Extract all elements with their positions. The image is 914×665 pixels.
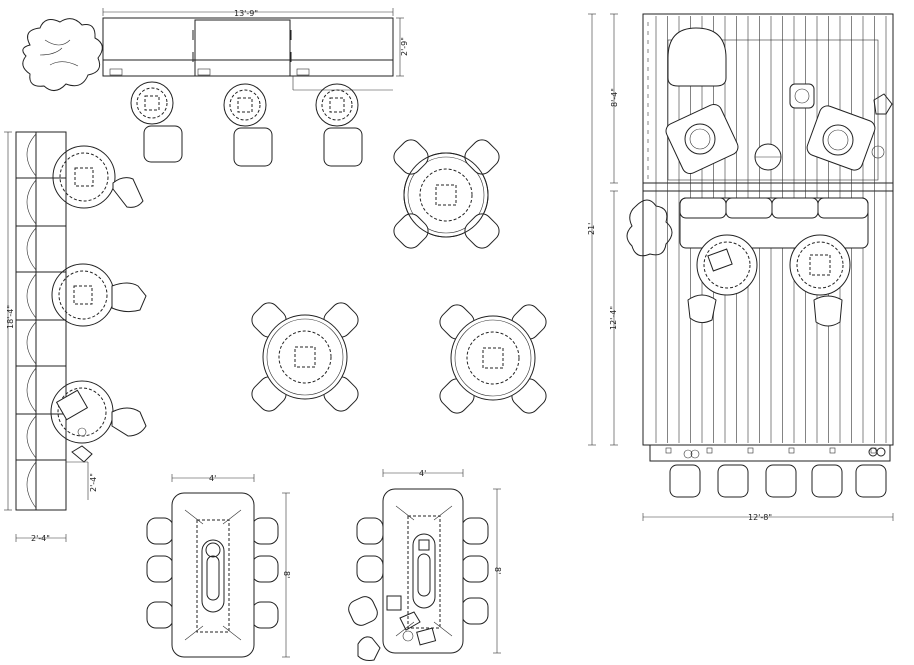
table1-width-label: 4' xyxy=(209,474,216,483)
lounge-chair-2 xyxy=(806,105,876,171)
deck-table-2 xyxy=(789,234,851,327)
counter-stools xyxy=(669,464,887,498)
deck-table-1 xyxy=(687,234,758,324)
banquette-seating: 18'-4" 2'-4" xyxy=(4,131,67,543)
table2-width-label: 4' xyxy=(419,469,426,478)
deck-patio: 21' 8'-4" 12'-4" 12'-8" xyxy=(587,13,894,522)
bar-table-3 xyxy=(315,83,363,167)
patio-upper-label: 8'-4" xyxy=(610,88,619,107)
banquette-length-label: 18'-4" xyxy=(6,305,15,329)
four-top-table-2 xyxy=(251,302,359,412)
bar-table-1 xyxy=(130,81,183,163)
bench-mark xyxy=(665,447,672,454)
dining-table-2: 4' 8' xyxy=(348,469,502,661)
bench-mark xyxy=(788,447,795,454)
table1-length-label: 8' xyxy=(282,571,291,578)
banquette-table-3: 2'-4" xyxy=(50,380,147,500)
shrub-plant xyxy=(22,18,103,91)
bar-counter: 13'-9" 2'-9" xyxy=(102,8,409,91)
counter-length-label: 13'-9" xyxy=(234,9,258,18)
bar-table-2 xyxy=(223,83,273,167)
four-top-table-3 xyxy=(439,304,547,414)
bench-mark xyxy=(829,447,836,454)
deck-sofa xyxy=(679,197,869,249)
patio-total-label: 21' xyxy=(587,223,596,235)
bench-mark xyxy=(747,447,754,454)
table2-length-label: 8' xyxy=(493,567,502,574)
banquette-table-label: 2'-4" xyxy=(89,473,98,492)
bench-mark xyxy=(706,447,713,454)
banquette-table-2 xyxy=(51,263,147,327)
banquette-depth-label: 2'-4" xyxy=(31,534,50,543)
bench-marks xyxy=(665,447,877,454)
dining-table-1: 4' 8' xyxy=(146,474,291,658)
patio-lower-label: 12'-4" xyxy=(609,306,618,330)
banquette-table-1 xyxy=(52,145,144,209)
four-top-table-1 xyxy=(393,139,500,249)
counter-depth-label: 2'-9" xyxy=(400,37,409,56)
patio-width-label: 12'-8" xyxy=(748,513,772,522)
lounge-chair-1 xyxy=(665,103,739,175)
